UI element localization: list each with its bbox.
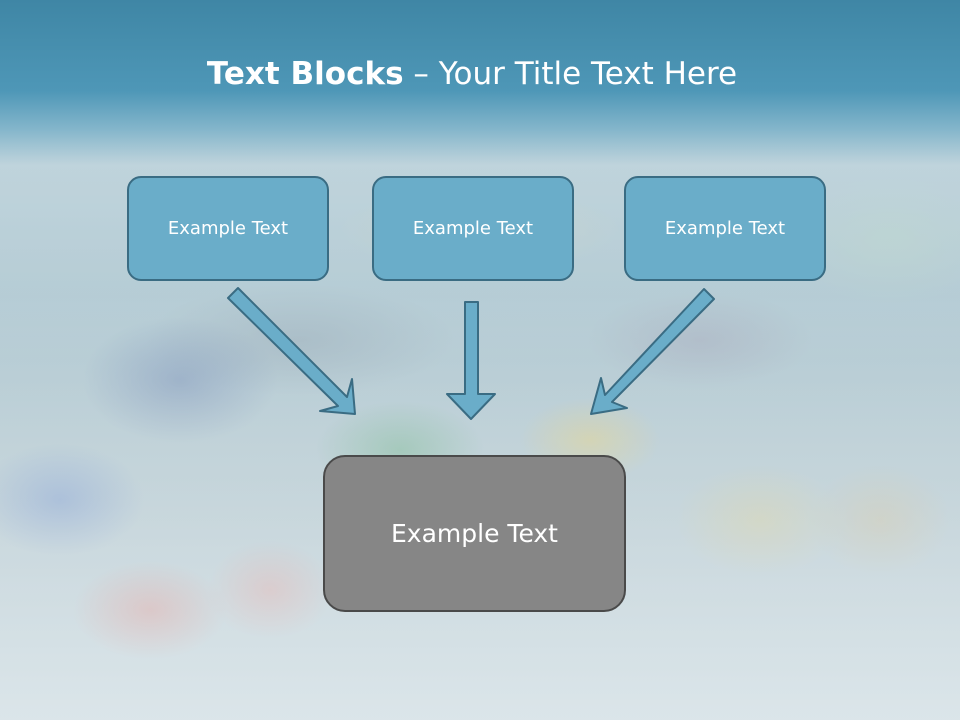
title-dash: – [403, 56, 439, 92]
arrow-left-diagonal [227, 287, 356, 415]
title-rest: Your Title Text Here [438, 56, 738, 92]
slide-title: Text Blocks – Your Title Text Here [0, 54, 944, 94]
title-band [0, 0, 960, 165]
text-block-target-label: Example Text [391, 519, 558, 548]
text-block-1-label: Example Text [167, 218, 289, 239]
arrow-center-down [446, 301, 496, 420]
text-block-1[interactable]: Example Text [127, 176, 329, 281]
text-block-3-label: Example Text [664, 218, 786, 239]
arrow-right-diagonal [590, 288, 715, 415]
title-bold: Text Blocks [206, 56, 404, 92]
text-block-3[interactable]: Example Text [624, 176, 826, 281]
text-block-target[interactable]: Example Text [323, 455, 626, 612]
text-block-2-label: Example Text [412, 218, 534, 239]
text-block-2[interactable]: Example Text [372, 176, 574, 281]
